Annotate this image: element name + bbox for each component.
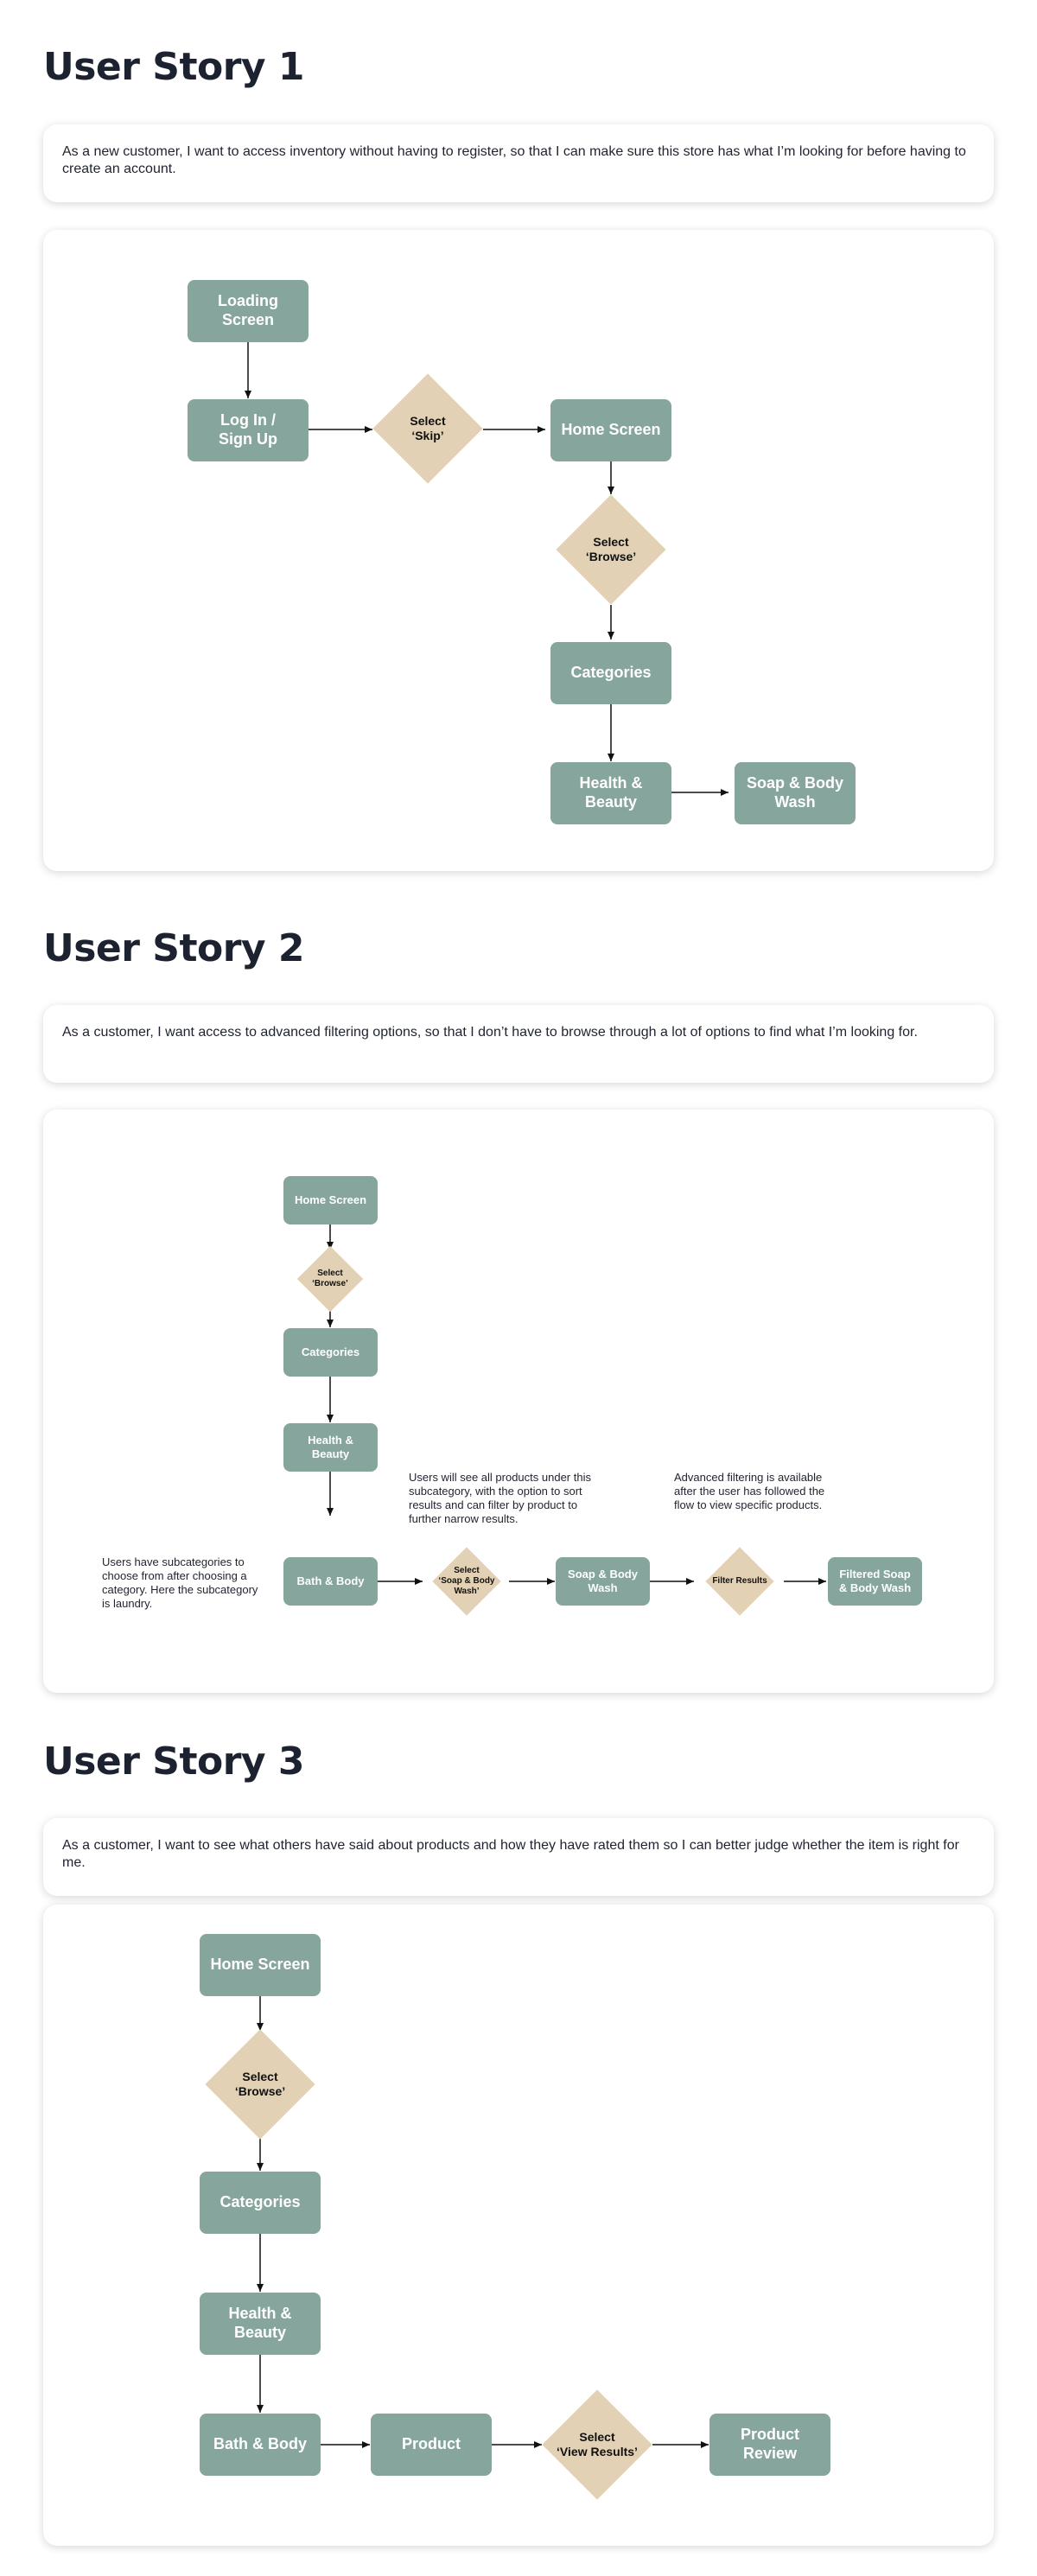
story-3-description: As a customer, I want to see what others… <box>62 1838 959 1870</box>
story-1-title: User Story 1 <box>43 45 305 89</box>
story-1-connectors <box>245 342 728 796</box>
node-product-review: Product Review <box>709 2414 830 2476</box>
node-home-screen: Home Screen <box>550 399 671 461</box>
decision-select-soap-body-wash: Select ‘Soap & Body Wash’ <box>432 1547 501 1616</box>
story-2-title: User Story 2 <box>43 926 305 970</box>
decision-select-browse: Select ‘Browse’ <box>296 1245 364 1313</box>
node-soap-body-wash: Soap & Body Wash <box>735 762 856 824</box>
node-categories: Categories <box>200 2172 321 2234</box>
node-categories: Categories <box>283 1328 378 1377</box>
decision-label: Select ‘Skip’ <box>410 414 446 442</box>
decision-select-browse: Select ‘Browse’ <box>205 2029 315 2140</box>
node-health-beauty: Health & Beauty <box>550 762 671 824</box>
decision-label: Select ‘View Results’ <box>557 2430 638 2458</box>
decision-label: Select ‘Browse’ <box>234 2070 286 2098</box>
node-categories: Categories <box>550 642 671 704</box>
story-2-connectors <box>327 1224 826 1585</box>
story-2-description-card: As a customer, I want access to advanced… <box>43 1005 994 1083</box>
story-2-flow-card: Home Screen Select ‘Browse’ Categories H… <box>43 1110 994 1693</box>
story-3-flow-card: Home Screen Select ‘Browse’ Categories H… <box>43 1905 994 2546</box>
story-1-description: As a new customer, I want to access inve… <box>62 144 966 176</box>
decision-label: Select ‘Browse’ <box>312 1269 348 1288</box>
node-login-signup: Log In / Sign Up <box>188 399 309 461</box>
node-loading-screen: Loading Screen <box>188 280 309 342</box>
decision-label: Select ‘Soap & Body Wash’ <box>438 1566 495 1596</box>
note-advanced-filtering: Advanced filtering is available after th… <box>674 1471 825 1511</box>
note-subcategories: Users have subcategories to choose from … <box>102 1555 258 1610</box>
decision-select-browse: Select ‘Browse’ <box>556 494 666 605</box>
node-home-screen: Home Screen <box>283 1176 378 1224</box>
node-bath-body: Bath & Body <box>283 1557 378 1606</box>
note-sort-filter: Users will see all products under this s… <box>409 1471 591 1525</box>
decision-label: Select ‘Browse’ <box>585 535 637 563</box>
node-health-beauty: Health & Beauty <box>283 1423 378 1472</box>
decision-select-view-results: Select ‘View Results’ <box>542 2389 652 2500</box>
story-3-connectors <box>257 1996 709 2448</box>
decision-select-skip: Select ‘Skip’ <box>372 373 483 484</box>
node-product: Product <box>371 2414 492 2476</box>
node-bath-body: Bath & Body <box>200 2414 321 2476</box>
node-home-screen: Home Screen <box>200 1934 321 1996</box>
node-filtered-soap-body-wash: Filtered Soap & Body Wash <box>828 1557 922 1606</box>
decision-label: Filter Results <box>712 1576 767 1586</box>
story-3-description-card: As a customer, I want to see what others… <box>43 1818 994 1896</box>
node-health-beauty: Health & Beauty <box>200 2293 321 2355</box>
node-soap-body-wash: Soap & Body Wash <box>556 1557 650 1606</box>
story-1-description-card: As a new customer, I want to access inve… <box>43 124 994 202</box>
story-2-description: As a customer, I want access to advanced… <box>62 1025 918 1040</box>
story-1-flow-card: Loading Screen Log In / Sign Up Select ‘… <box>43 230 994 871</box>
decision-filter-results: Filter Results <box>705 1547 774 1616</box>
story-3-title: User Story 3 <box>43 1740 305 1784</box>
